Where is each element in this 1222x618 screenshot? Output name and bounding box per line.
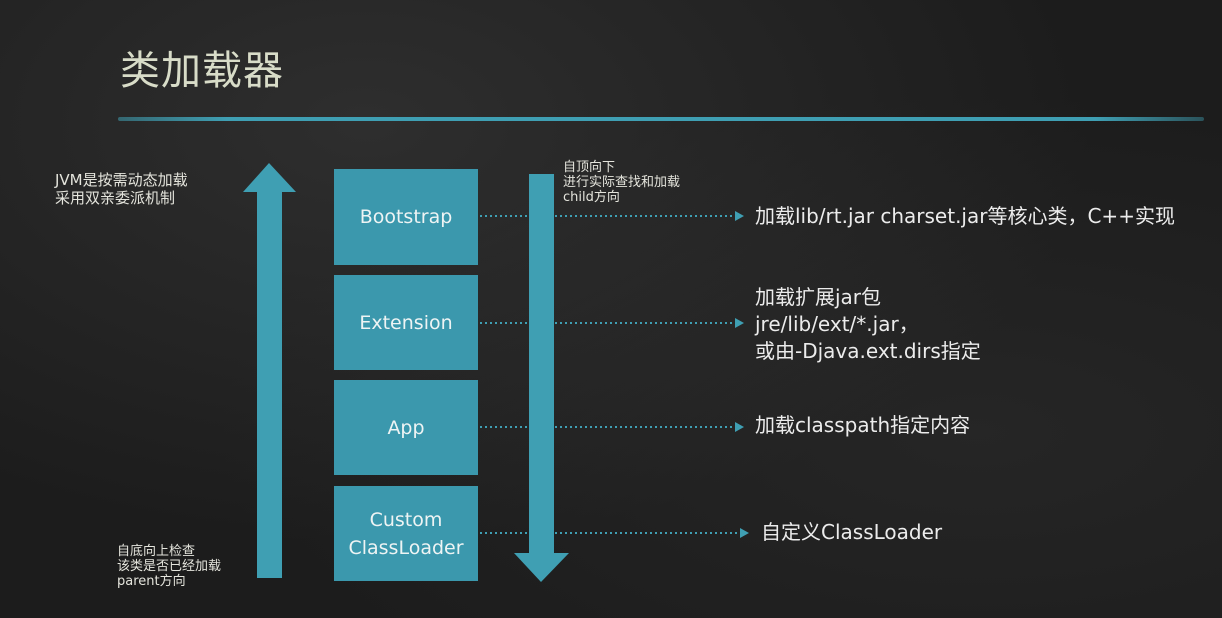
desc-line: jre/lib/ext/*.jar，: [755, 312, 919, 336]
note-bottom: 自底向上检查 该类是否已经加载 parent方向: [117, 544, 221, 589]
note-top-line: child方向: [563, 190, 620, 205]
loader-box-extension: Extension: [334, 275, 478, 370]
loader-desc-custom: 自定义ClassLoader: [761, 519, 942, 546]
note-bottom-line: parent方向: [117, 574, 186, 589]
desc-line: 加载classpath指定内容: [755, 413, 971, 437]
up-arrow-icon: [243, 163, 296, 578]
loader-desc-bootstrap: 加载lib/rt.jar charset.jar等核心类，C++实现: [755, 203, 1175, 230]
note-top-line: 自顶向下: [563, 160, 616, 175]
loader-box-app: App: [334, 380, 478, 475]
loader-label: App: [387, 416, 425, 439]
note-top-line: 进行实际查找和加载: [563, 175, 681, 190]
connector-custom: [480, 528, 749, 538]
connector-extension: [480, 318, 744, 328]
loader-box-bootstrap: Bootstrap: [334, 169, 478, 265]
note-left: JVM是按需动态加载 采用双亲委派机制: [55, 171, 188, 207]
desc-line: 自定义ClassLoader: [761, 520, 943, 544]
loader-label: Bootstrap: [359, 206, 453, 228]
desc-line: 或由-Djava.ext.dirs指定: [755, 339, 981, 363]
down-arrow-icon: [514, 174, 569, 582]
desc-line: 加载扩展jar包: [755, 285, 882, 309]
loader-label: Custom ClassLoader: [348, 508, 464, 559]
slide-title: 类加载器: [120, 48, 284, 94]
loader-desc-app: 加载classpath指定内容: [755, 412, 970, 439]
connector-app: [480, 422, 744, 432]
note-top: 自顶向下 进行实际查找和加载 child方向: [563, 160, 680, 205]
desc-line: 加载lib/rt.jar charset.jar等核心类，C++实现: [755, 204, 1175, 228]
title-divider: [118, 117, 1204, 121]
loader-desc-extension: 加载扩展jar包 jre/lib/ext/*.jar， 或由-Djava.ext…: [755, 284, 981, 365]
note-left-line: 采用双亲委派机制: [55, 189, 176, 207]
note-bottom-line: 自底向上检查: [117, 544, 196, 559]
note-bottom-line: 该类是否已经加载: [117, 559, 222, 574]
connector-bootstrap: [480, 211, 744, 221]
loader-box-custom: Custom ClassLoader: [334, 486, 478, 581]
loader-label: Extension: [359, 311, 453, 334]
note-left-line: JVM是按需动态加载: [55, 171, 188, 189]
